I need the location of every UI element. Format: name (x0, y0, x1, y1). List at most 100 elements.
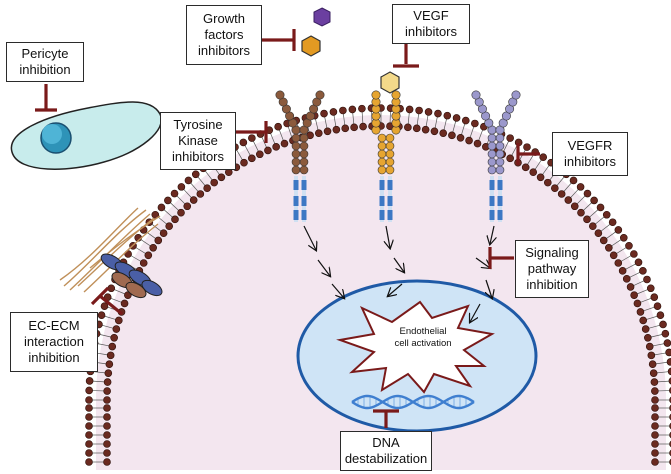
lipid-head (608, 218, 617, 227)
lipid-head (85, 386, 93, 395)
lipid-head (314, 129, 323, 137)
lipid-head (339, 106, 347, 115)
lipid-head (609, 251, 618, 260)
lipid-head (564, 196, 573, 204)
lipid-head (630, 250, 638, 258)
lipid-head (350, 123, 358, 132)
growth-factor-orange-icon (301, 35, 321, 57)
inhibitor-t-icon (516, 143, 540, 165)
lipid-head (348, 105, 357, 114)
ecm-fibers (59, 207, 161, 293)
lipid-head (605, 243, 613, 252)
inhibitor-t-icon (90, 286, 124, 316)
lipid-head (97, 311, 106, 320)
label-line: inhibitors (171, 149, 225, 164)
lipid-head (248, 154, 256, 163)
lipid-head (456, 133, 465, 142)
lipid-head (85, 458, 93, 466)
lipid-head (203, 184, 211, 192)
lipid-head (320, 109, 328, 118)
lipid-head (630, 291, 638, 299)
lipid-head (647, 351, 656, 360)
lipid-head (177, 208, 185, 217)
lipid-head (473, 139, 482, 148)
lipid-head (103, 396, 111, 404)
lipid-head (149, 243, 157, 252)
lipid-head (103, 413, 111, 421)
dna-helix-icon (351, 394, 475, 410)
lipid-head (656, 311, 665, 320)
inhibitor-t-icon (236, 121, 268, 143)
label-line: VEGFR (567, 138, 613, 153)
lipid-head (103, 387, 111, 395)
lipid-head (159, 229, 168, 237)
lipid-head (85, 404, 93, 412)
label-line: destabilization (344, 451, 428, 466)
label-line: Pericyte (21, 46, 69, 61)
lipid-head (650, 378, 659, 386)
lipid-head (651, 413, 659, 421)
nucleus-text-line: Endothelial (399, 326, 447, 337)
lipid-head (103, 440, 111, 448)
lipid-head (112, 325, 121, 333)
lipid-head (583, 189, 592, 198)
arrow-icon (303, 225, 316, 250)
inhibitor-t-icon (488, 247, 514, 269)
lipid-head (461, 116, 470, 125)
lipid-head (443, 111, 452, 120)
lipid-head (332, 125, 341, 134)
inhibitor-symbols (35, 29, 540, 428)
lipid-head (666, 358, 671, 366)
lipid-head (641, 325, 650, 333)
lipid-head (421, 125, 430, 134)
lipid-head (183, 202, 192, 211)
label-line: Growth (203, 11, 245, 26)
inhibitor-t-icon (35, 84, 57, 112)
label-line: Signaling (525, 245, 579, 260)
lipid-head (590, 196, 598, 205)
arrow-icon (475, 257, 490, 268)
lipid-head (667, 367, 671, 376)
pericyte-cell-icon (10, 101, 163, 170)
lipid-head (465, 136, 473, 145)
lipid-head (412, 124, 421, 133)
lipid-head (622, 275, 631, 283)
label-line: interaction (24, 334, 84, 349)
label-line: Tyrosine (173, 117, 223, 132)
lipid-head (614, 259, 623, 267)
lipid-head (280, 139, 289, 148)
lipid-head (529, 168, 538, 176)
lipid-head (105, 360, 114, 369)
label-line: inhibitors (404, 24, 458, 39)
lipid-head (644, 333, 652, 342)
lipid-head (103, 431, 111, 439)
lipid-head (651, 387, 659, 395)
lipid-head (651, 404, 659, 412)
lipid-head (144, 251, 153, 260)
label-line: inhibition (526, 277, 578, 292)
lipid-head (100, 302, 109, 310)
lipid-head (668, 377, 671, 385)
lipid-head (651, 396, 659, 404)
lipid-head (651, 440, 659, 448)
lipid-head (404, 123, 412, 132)
arrow-icon (490, 225, 494, 244)
lipid-head (521, 163, 530, 172)
lipid-head (170, 189, 179, 198)
label-line: inhibitors (197, 43, 251, 58)
label-line: Kinase (178, 133, 218, 148)
growth-factors-inhibitors-label: Growth factors inhibitors (186, 5, 262, 65)
lipid-head (643, 275, 651, 284)
lipid-head (217, 173, 226, 182)
lipid-head (323, 127, 332, 136)
lipid-head (653, 302, 662, 310)
endothelial-activation-text: Endothelial cell activation (368, 326, 478, 350)
lipid-head (506, 154, 514, 163)
label-line: inhibition (28, 350, 80, 365)
lipid-head (589, 222, 597, 230)
lipid-head (634, 258, 643, 267)
receptors (275, 90, 521, 222)
inhibitor-t-icon (373, 409, 399, 428)
signaling-pathway-inhibition-label: Signaling pathway inhibition (515, 240, 589, 298)
